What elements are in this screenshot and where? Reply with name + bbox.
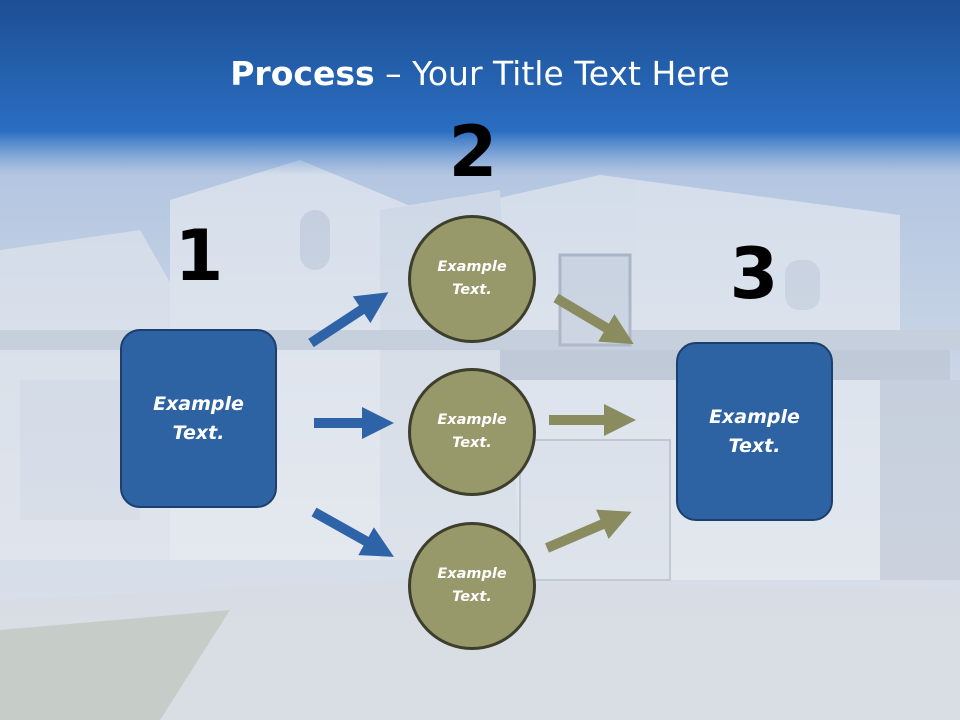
left-box-text: Example Text.	[153, 392, 244, 444]
arrow-blue-down	[311, 507, 394, 557]
right-box-text: Example Text.	[709, 405, 800, 457]
step-number-3: 3	[729, 233, 779, 315]
step-number-1: 1	[174, 215, 224, 297]
circle-middle-text: Example Text.	[437, 412, 507, 451]
arrow-olive-up	[545, 509, 632, 553]
slide-title: Process – Your Title Text Here	[0, 52, 960, 96]
circle-middle: Example Text.	[408, 368, 536, 496]
arrow-blue-up	[308, 292, 389, 348]
circle-top: Example Text.	[408, 215, 536, 343]
title-rest: – Your Title Text Here	[374, 54, 730, 93]
arrow-olive-down	[553, 293, 634, 345]
step-number-2: 2	[448, 111, 498, 193]
circle-bottom: Example Text.	[408, 522, 536, 650]
circle-bottom-text: Example Text.	[437, 566, 507, 605]
right-process-box: Example Text.	[676, 342, 833, 521]
left-process-box: Example Text.	[120, 329, 277, 508]
title-bold: Process	[230, 54, 375, 93]
circle-top-text: Example Text.	[437, 259, 507, 298]
